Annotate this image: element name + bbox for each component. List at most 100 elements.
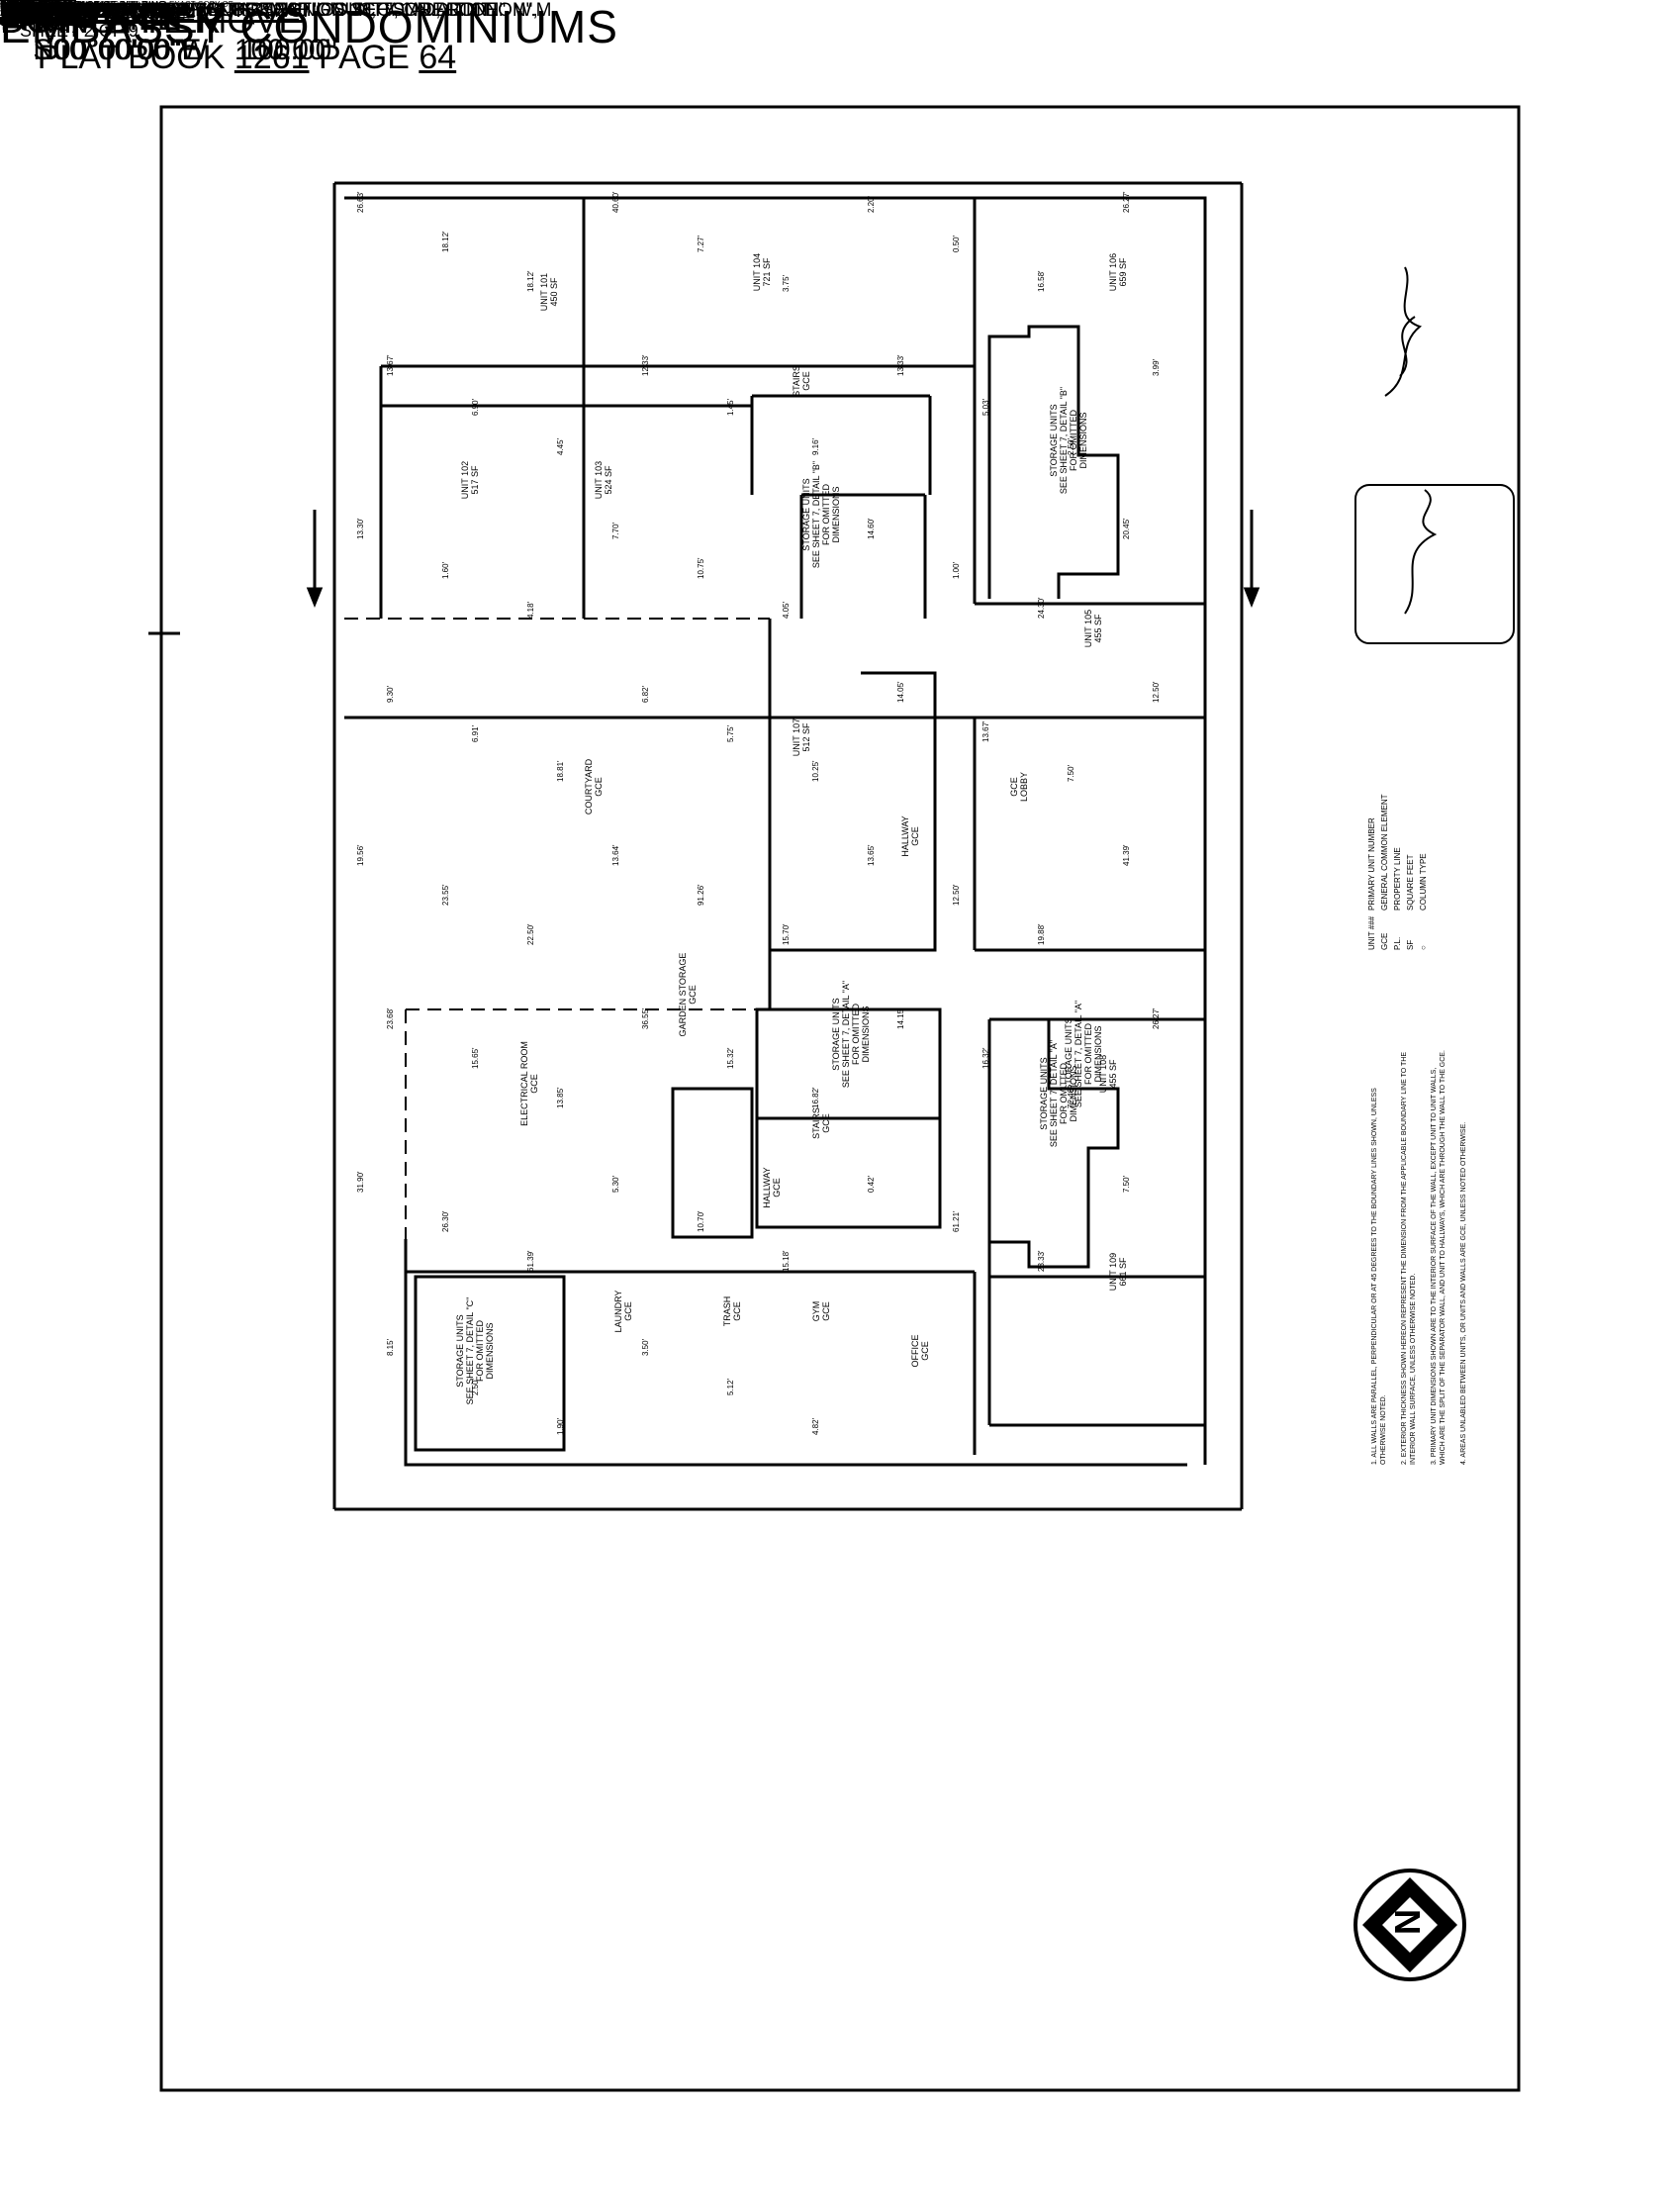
space-area: 512 SF [801,722,811,752]
dimension-label: 23.68' [386,1007,395,1029]
dimension-label: 13.85' [556,1087,565,1108]
space-area: 659 SF [1118,257,1128,287]
to-pl-1: 1.44' TO P.L. [0,0,56,11]
certify-name: GARY R. ANDERSON [0,0,79,9]
dimension-label: 15.65' [471,1047,480,1069]
surveyor-seal [1354,484,1515,644]
dimension-label: 7.27' [697,235,705,252]
property-boundary [332,181,1244,1511]
space-name: STORAGE UNITS [1049,404,1059,477]
dimension-label: 24.30' [1037,597,1046,619]
space-area: 517 SF [470,465,480,495]
space-area: GCE [732,1301,742,1321]
legend-item: SFSQUARE FEET [1406,855,1415,950]
dimension-label: 7.50' [1067,764,1075,782]
exterior-surface-note-3: EXTERIOR SURFACE OF BUILDING [0,0,166,11]
space-area: LOBBY [1019,772,1029,803]
stamp-master: - MASTER - [0,0,262,42]
seal-line-2: PROFESSIONAL [0,0,93,14]
note-item: 4. AREAS UNLABLED BETWEEN UNITS, OR UNIT… [1460,1121,1467,1465]
surveyor-address-2: TIGARD, OREGON 97224 [0,0,164,16]
dimension-label: 40.60' [611,191,620,213]
legend-symbol: GCE [1380,932,1389,950]
dimension-label: 1.00' [952,561,961,579]
dimension-label: 9.16' [811,437,820,455]
dimension-label: 7.50' [1122,1175,1131,1193]
space-name: HALLWAY [762,1167,772,1208]
dimension-label: 26.63' [356,191,365,213]
legend-item: UNIT ###PRIMARY UNIT NUMBER [1367,817,1376,950]
space-name: OFFICE [910,1334,920,1368]
legend-item: P.L.PROPERTY LINE [1393,847,1402,950]
renewal-label: RENEWAL DATE [0,0,77,12]
legend-title: LEGEND [0,0,82,22]
dimension-label: 2.50' [1067,437,1075,455]
seal-line-7: 2434 [0,0,25,12]
space-name: STORAGE UNITS [455,1314,465,1388]
dimension-label: 4.45' [556,437,565,455]
left-bearing: N90°00'00"E [0,0,169,33]
dimension-label: 19.88' [1037,923,1046,945]
surveyor-address-1: 15115 S.W. SEQUOIA PARKWAY, SUITE 150 [0,0,282,16]
certify-pls: P.L.S. NO. 2434 [0,0,57,9]
dimension-label: 14.60' [867,518,876,539]
space-name: STORAGE UNITS [831,998,841,1071]
dimension-label: 13.67' [981,720,990,742]
exterior-surface-note-2: EXTERIOR SURFACE OF BUILDING [0,0,166,11]
space-area: 524 SF [604,465,613,495]
dimension-label: 6.91' [471,724,480,742]
space-area: GCE [920,1341,930,1361]
dimension-label: 4.18' [526,601,535,619]
dimension-label: 2.20' [867,195,876,213]
note-item: 2. EXTERIOR THICKNESS SHOWN HEREON REPRE… [1401,1052,1417,1465]
ground-floor-title: GROUND FLOOR [0,0,178,25]
dimension-label: 0.42' [867,1175,876,1193]
legend-meaning: PROPERTY LINE [1393,847,1402,911]
title-line-3: SITUATED IN THE SW 1/4 OF SECTION 33, T.… [0,0,557,21]
note-item: 3. PRIMARY UNIT DIMENSIONS SHOWN ARE TO … [1431,1050,1447,1465]
legend-symbol: SF [1406,939,1415,950]
svg-text:N: N [1387,1909,1428,1935]
plat-book-label: PLAT BOOK 1261 PAGE 64 [37,39,457,76]
space-name: STORAGE UNITS [801,478,811,551]
column-type-2: 1.63' x 1.63' ⓑ GCE [0,4,90,15]
surveyor-phone: (503)684-0652 [0,0,91,16]
certify-text: I HEREBY CERTIFY THIS TO BE A TRUE AND E… [0,0,233,18]
space-area: GCE [821,1301,831,1321]
dimension-label: 3.99' [1152,358,1161,376]
section-mark-a-right: A [0,0,19,31]
dimension-label: 12.50' [1152,681,1161,703]
dimension-label: 23.55' [441,884,450,906]
space-area: 661 SF [1118,1257,1128,1287]
dimension-label: 13.64' [611,844,620,866]
sheet-number: SHEET 2 OF 9 [20,21,139,41]
dimension-label: 3.75' [782,274,791,292]
surveyed-by-label: SURVEYED BY: [0,0,145,22]
title-line-5: NOVEMBER 20, 2003 [0,0,186,21]
space-name: UNIT 102 [460,460,470,500]
dimension-label: 18.12' [441,231,450,252]
stamp-do-not-remove: DO NOT REMOVE [0,0,303,41]
dimension-label: 14.05' [896,681,905,703]
section-mark-a-left-note: SEE SHEET 8 [0,0,70,12]
dimension-label: 72.46' [1067,1087,1075,1108]
space-area: SEE SHEET 7, DETAIL "A" FOR OMITTED DIME… [841,980,871,1089]
title-line-2: AND A PORTION OF BLOCK 37 "KING'S SECOND… [0,0,538,21]
to-pl-4: 1.72' TO P.L. [0,0,56,11]
dimension-label: 20.45' [1122,518,1131,539]
space-name: STORAGE UNITS [1039,1057,1049,1130]
north-arrow: N [1353,1869,1466,1981]
space-area: SEE SHEET 7, DETAIL "C" FOR OMITTED DIME… [465,1296,495,1405]
legend-meaning: COLUMN TYPE [1419,853,1428,911]
dimension-label: 8.15' [386,1338,395,1356]
dimension-label: 13.65' [867,844,876,866]
